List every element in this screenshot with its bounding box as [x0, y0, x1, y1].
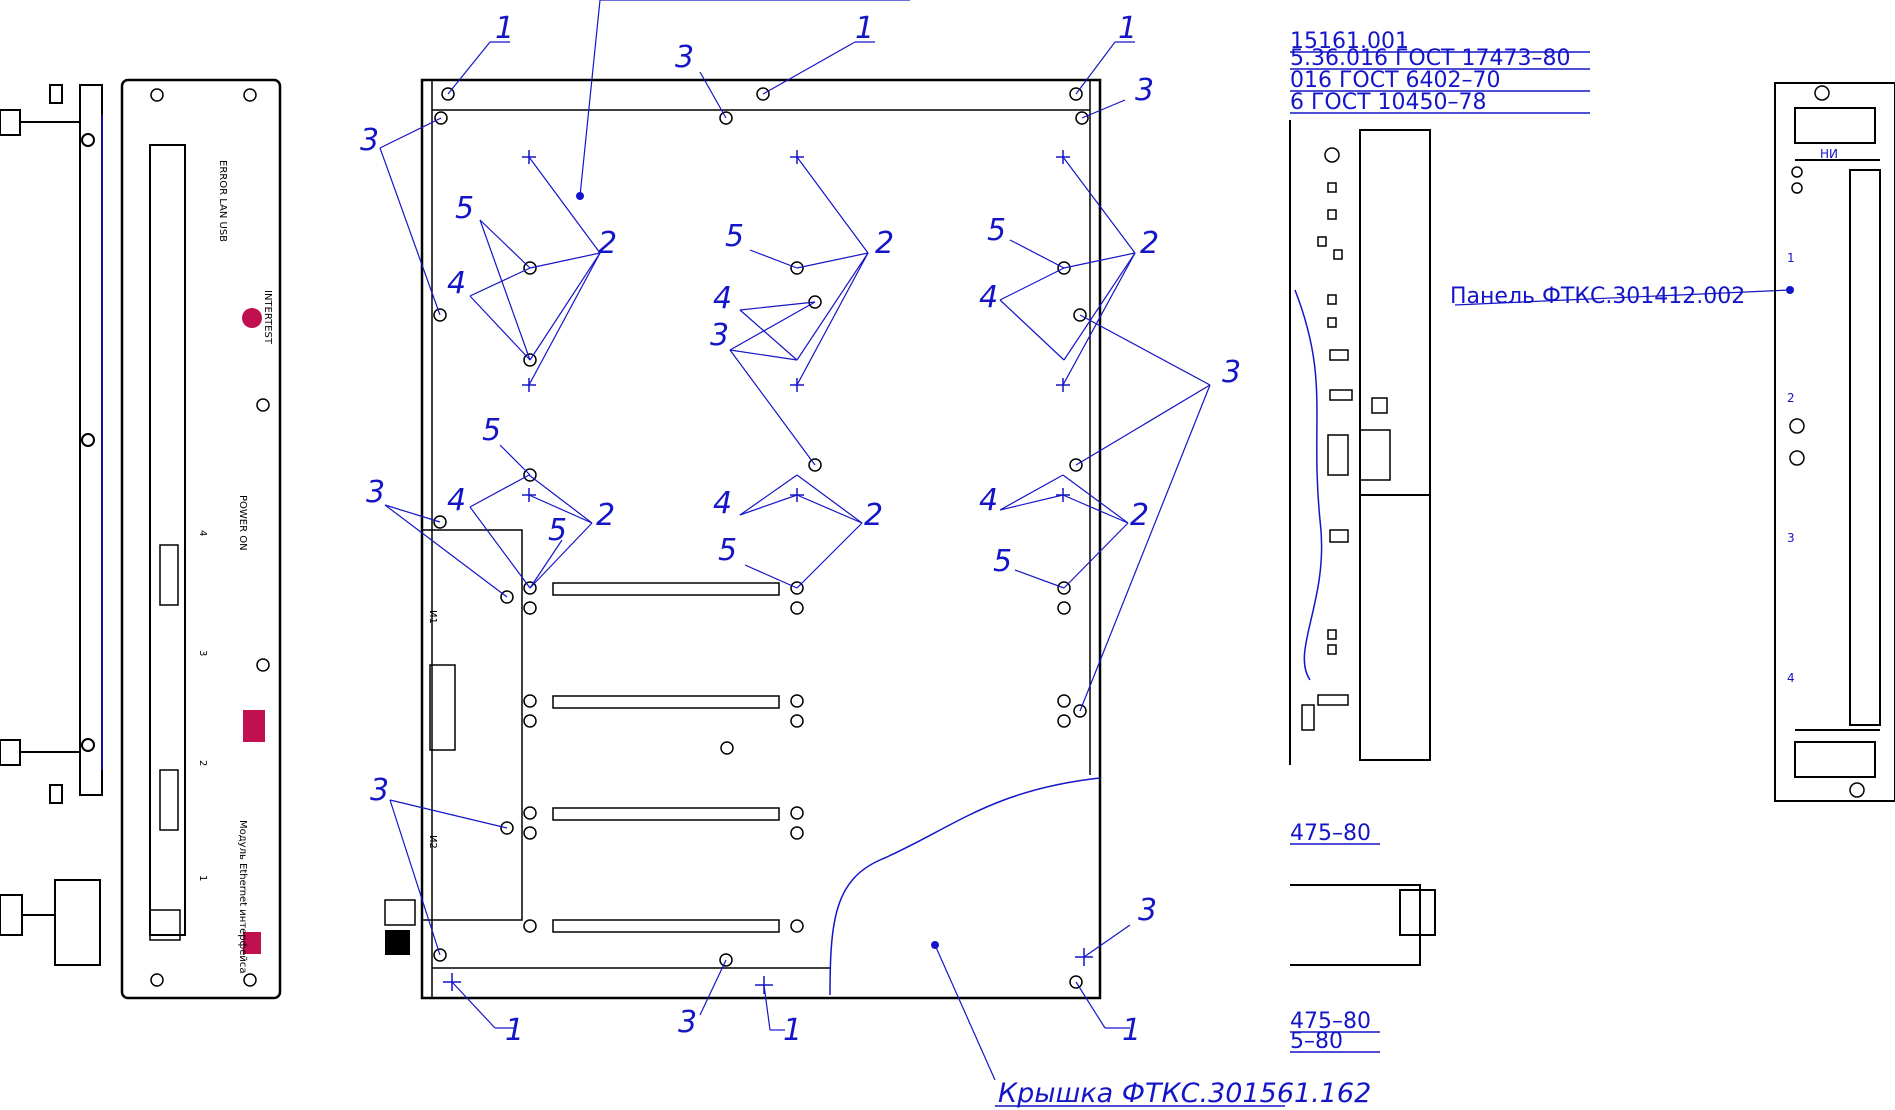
svg-text:4: 4: [979, 280, 998, 315]
svg-text:4: 4: [713, 281, 732, 316]
right-panel-slot-4: 4: [1787, 671, 1795, 685]
svg-text:3: 3: [360, 123, 379, 158]
specification-notes: 15161.001 5.36.016 ГОСТ 17473–80 016 ГОС…: [995, 29, 1745, 1109]
svg-text:5: 5: [987, 213, 1006, 248]
right-panel-slot-1: 1: [1787, 251, 1795, 265]
svg-text:475–80: 475–80: [1290, 1009, 1371, 1034]
right-panel-slot-2: 2: [1787, 391, 1795, 405]
svg-text:3: 3: [1138, 893, 1157, 928]
svg-text:3: 3: [370, 773, 389, 808]
svg-text:1: 1: [1118, 11, 1137, 46]
right-panel-slot-3: 3: [1787, 531, 1795, 545]
svg-text:2: 2: [1130, 498, 1149, 533]
svg-text:2: 2: [1140, 226, 1159, 261]
svg-text:475–80: 475–80: [1290, 821, 1371, 846]
front-panel-slot-2: 2: [197, 760, 208, 766]
svg-text:2: 2: [864, 498, 883, 533]
svg-text:2: 2: [598, 226, 617, 261]
svg-text:2: 2: [596, 498, 615, 533]
board-mark-i2: И2: [427, 835, 438, 849]
usb-logo: [243, 710, 265, 742]
front-panel-error: ERROR LAN USB: [217, 160, 228, 242]
right-panel-code: НИ: [1820, 147, 1838, 161]
front-panel-footer: Модуль Ethernet интерфейса: [237, 820, 248, 974]
front-panel-power: POWER ON: [237, 495, 248, 551]
svg-text:1: 1: [855, 11, 874, 46]
svg-text:5: 5: [548, 513, 567, 548]
panel-label: Панель ФТКС.301412.002: [1450, 284, 1745, 309]
brand-logo: [242, 308, 262, 328]
svg-text:1: 1: [495, 11, 514, 46]
cover-label: Крышка ФТКС.301561.162: [998, 1078, 1371, 1109]
side-view: [0, 84, 103, 966]
svg-text:3: 3: [366, 475, 385, 510]
svg-text:3: 3: [1222, 355, 1241, 390]
svg-text:4: 4: [447, 483, 466, 518]
front-panel-slot-1: 1: [197, 875, 208, 881]
svg-text:3: 3: [1135, 73, 1154, 108]
svg-text:3: 3: [675, 40, 694, 75]
svg-text:1: 1: [505, 1013, 524, 1048]
svg-text:6 ГОСТ 10450–78: 6 ГОСТ 10450–78: [1290, 90, 1487, 115]
svg-text:016 ГОСТ 6402–70: 016 ГОСТ 6402–70: [1290, 68, 1501, 93]
svg-text:1: 1: [1122, 1013, 1141, 1048]
svg-text:2: 2: [875, 226, 894, 261]
svg-text:5: 5: [725, 219, 744, 254]
front-panel: INTERTEST ERROR LAN USB POWER ON 4 3 2 1…: [120, 78, 282, 1000]
svg-text:5: 5: [455, 191, 474, 226]
svg-text:4: 4: [447, 266, 466, 301]
main-board: И1 И2: [384, 78, 1102, 1000]
svg-text:4: 4: [713, 486, 732, 521]
tx-logo: [243, 932, 261, 954]
svg-text:3: 3: [678, 1005, 697, 1040]
svg-text:5: 5: [482, 413, 501, 448]
leader-dots: [576, 192, 1794, 949]
right-partial-views: [1289, 120, 1436, 966]
front-panel-slot-4: 4: [197, 530, 208, 536]
svg-text:3: 3: [710, 318, 729, 353]
board-mark-i1: И1: [427, 610, 438, 624]
svg-text:4: 4: [979, 483, 998, 518]
svg-text:5: 5: [718, 533, 737, 568]
svg-text:5: 5: [993, 544, 1012, 579]
front-panel-brand: INTERTEST: [262, 290, 273, 345]
front-panel-slot-3: 3: [197, 650, 208, 656]
position-labels: 1 1 1 1 1 1 2 2 2 2 2 2 3 3 3 3 3 3 3 3 …: [360, 11, 1241, 1048]
right-panel: [1774, 82, 1895, 802]
leader-lines: [379, 0, 1791, 1081]
svg-text:15161.001: 15161.001: [1290, 29, 1409, 54]
svg-text:5.36.016 ГОСТ 17473–80: 5.36.016 ГОСТ 17473–80: [1290, 46, 1570, 71]
svg-text:5–80: 5–80: [1290, 1029, 1343, 1054]
svg-text:1: 1: [783, 1013, 802, 1048]
